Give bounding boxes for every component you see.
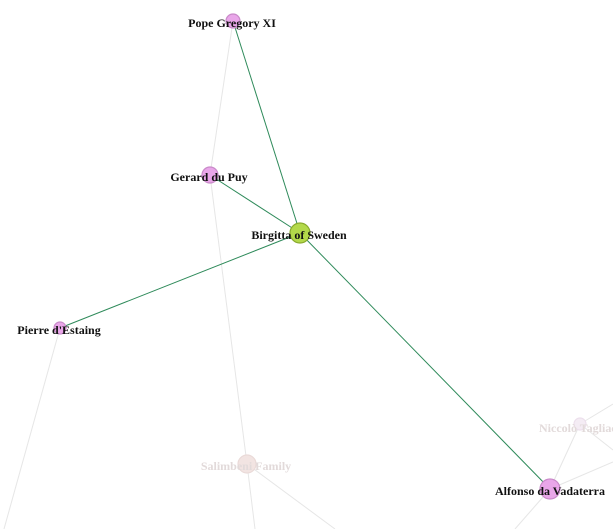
offscreen-edges — [3, 327, 613, 529]
node-birgitta-of-sweden[interactable] — [289, 222, 311, 244]
offscreen-edge — [246, 463, 336, 529]
offscreen-edge — [3, 327, 61, 529]
graph-edges — [59, 20, 581, 490]
graph-nodes[interactable] — [53, 13, 587, 500]
node-salimbeni-family[interactable] — [237, 454, 257, 474]
label-pope-gregory-xi: Pope Gregory XI — [188, 16, 276, 30]
label-salimbeni-family: Salimbeni Family — [201, 459, 291, 473]
offscreen-edge — [549, 461, 613, 490]
edge-pope-gregory-xi-to-gerard-du-puy — [209, 20, 234, 176]
node-gerard-du-puy[interactable] — [201, 166, 219, 184]
edge-alfonso-da-vadaterra-to-birgitta-of-sweden — [299, 232, 551, 490]
label-pierre-d-estaing: Pierre d'Estaing — [17, 323, 100, 337]
edge-gerard-du-puy-to-salimbeni-family — [209, 174, 248, 465]
edge-pierre-d-estaing-to-birgitta-of-sweden — [59, 232, 301, 329]
label-birgitta-of-sweden: Birgitta of Sweden — [251, 228, 347, 242]
node-pope-gregory-xi[interactable] — [225, 13, 241, 29]
edge-gerard-du-puy-to-birgitta-of-sweden — [209, 174, 301, 234]
offscreen-edge — [246, 463, 256, 529]
edge-alfonso-da-vadaterra-to-niccolo-tagliacci — [549, 423, 581, 490]
node-alfonso-da-vadaterra[interactable] — [539, 478, 561, 500]
node-pierre-d-estaing[interactable] — [53, 321, 67, 335]
label-gerard-du-puy: Gerard du Puy — [170, 170, 247, 184]
label-niccolo-tagliacci: Niccolò Tagliacci — [539, 421, 613, 435]
offscreen-edge — [579, 423, 613, 451]
edge-pope-gregory-xi-to-birgitta-of-sweden — [232, 20, 301, 234]
label-alfonso-da-vadaterra: Alfonso da Vadaterra — [495, 484, 605, 498]
node-niccolo-tagliacci[interactable] — [573, 417, 587, 431]
